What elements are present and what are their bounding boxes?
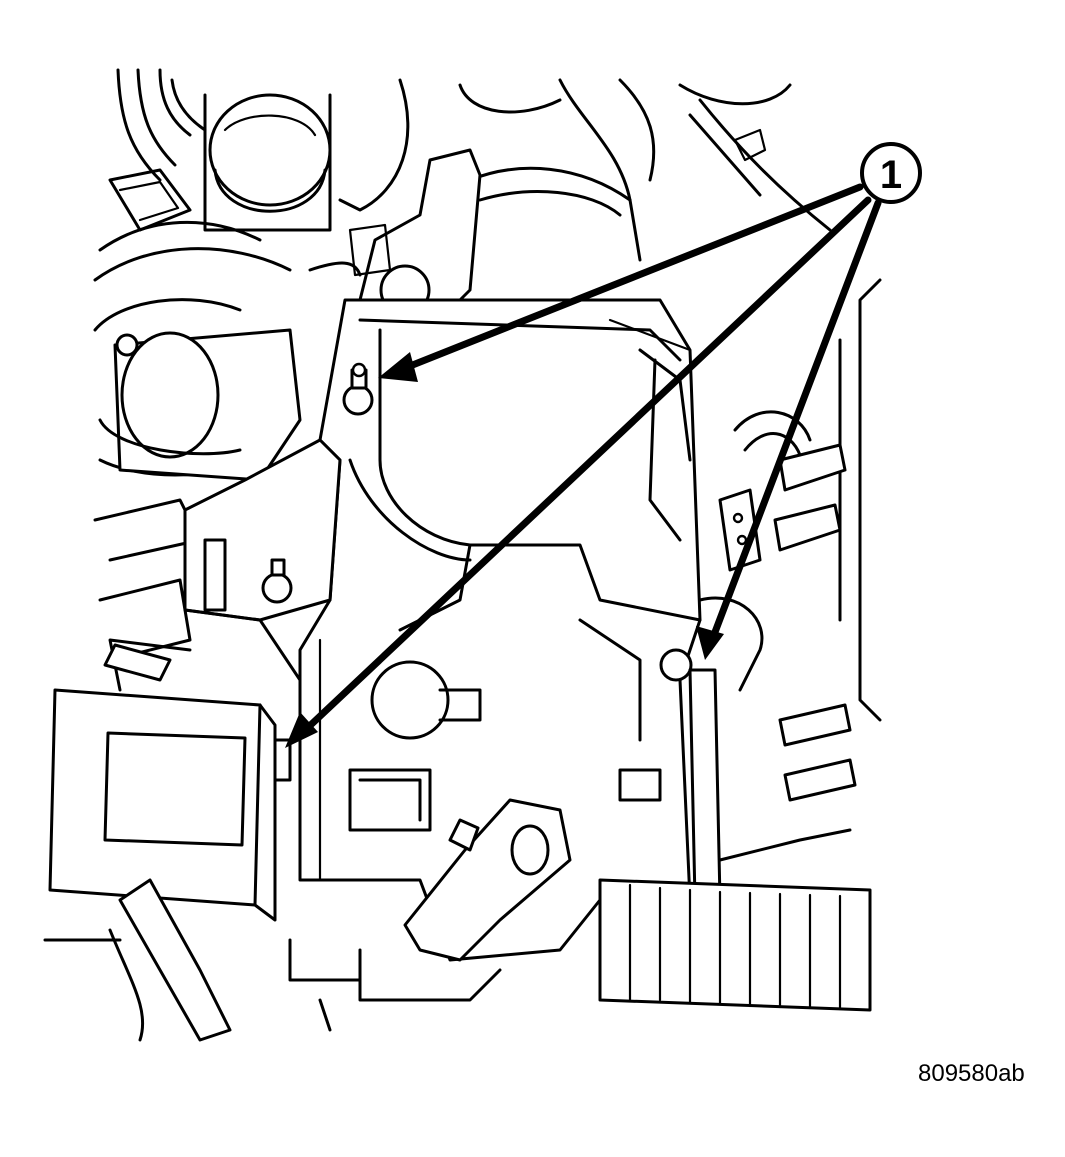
left-pulley [93,298,302,662]
ribbed-boot [598,828,872,1012]
arrow-to-upper-stud [391,183,864,376]
lower-bracket [288,798,572,1032]
callout-arrows [285,183,882,748]
callout-badge: 1 [860,142,922,204]
left-bracket-arm [183,438,342,722]
control-module-left [48,688,292,922]
module-housing [298,298,702,962]
right-side-structure [718,278,882,802]
figure-id-label: 809580ab [918,1060,1025,1087]
arrow-head-left-bracket [285,712,318,748]
arrow-to-lower-bolt [708,199,882,644]
upper-left-hoses [93,68,292,282]
arrow-head-upper-stud [378,352,418,382]
mounting-stud-upper [342,362,374,416]
upper-right-hoses [338,78,832,262]
coolant-reservoir [203,93,332,232]
lower-left-harness [43,638,232,1042]
arrow-to-left-bracket [296,196,872,739]
callout-number: 1 [880,153,902,197]
arrow-head-lower-bolt [696,626,724,660]
